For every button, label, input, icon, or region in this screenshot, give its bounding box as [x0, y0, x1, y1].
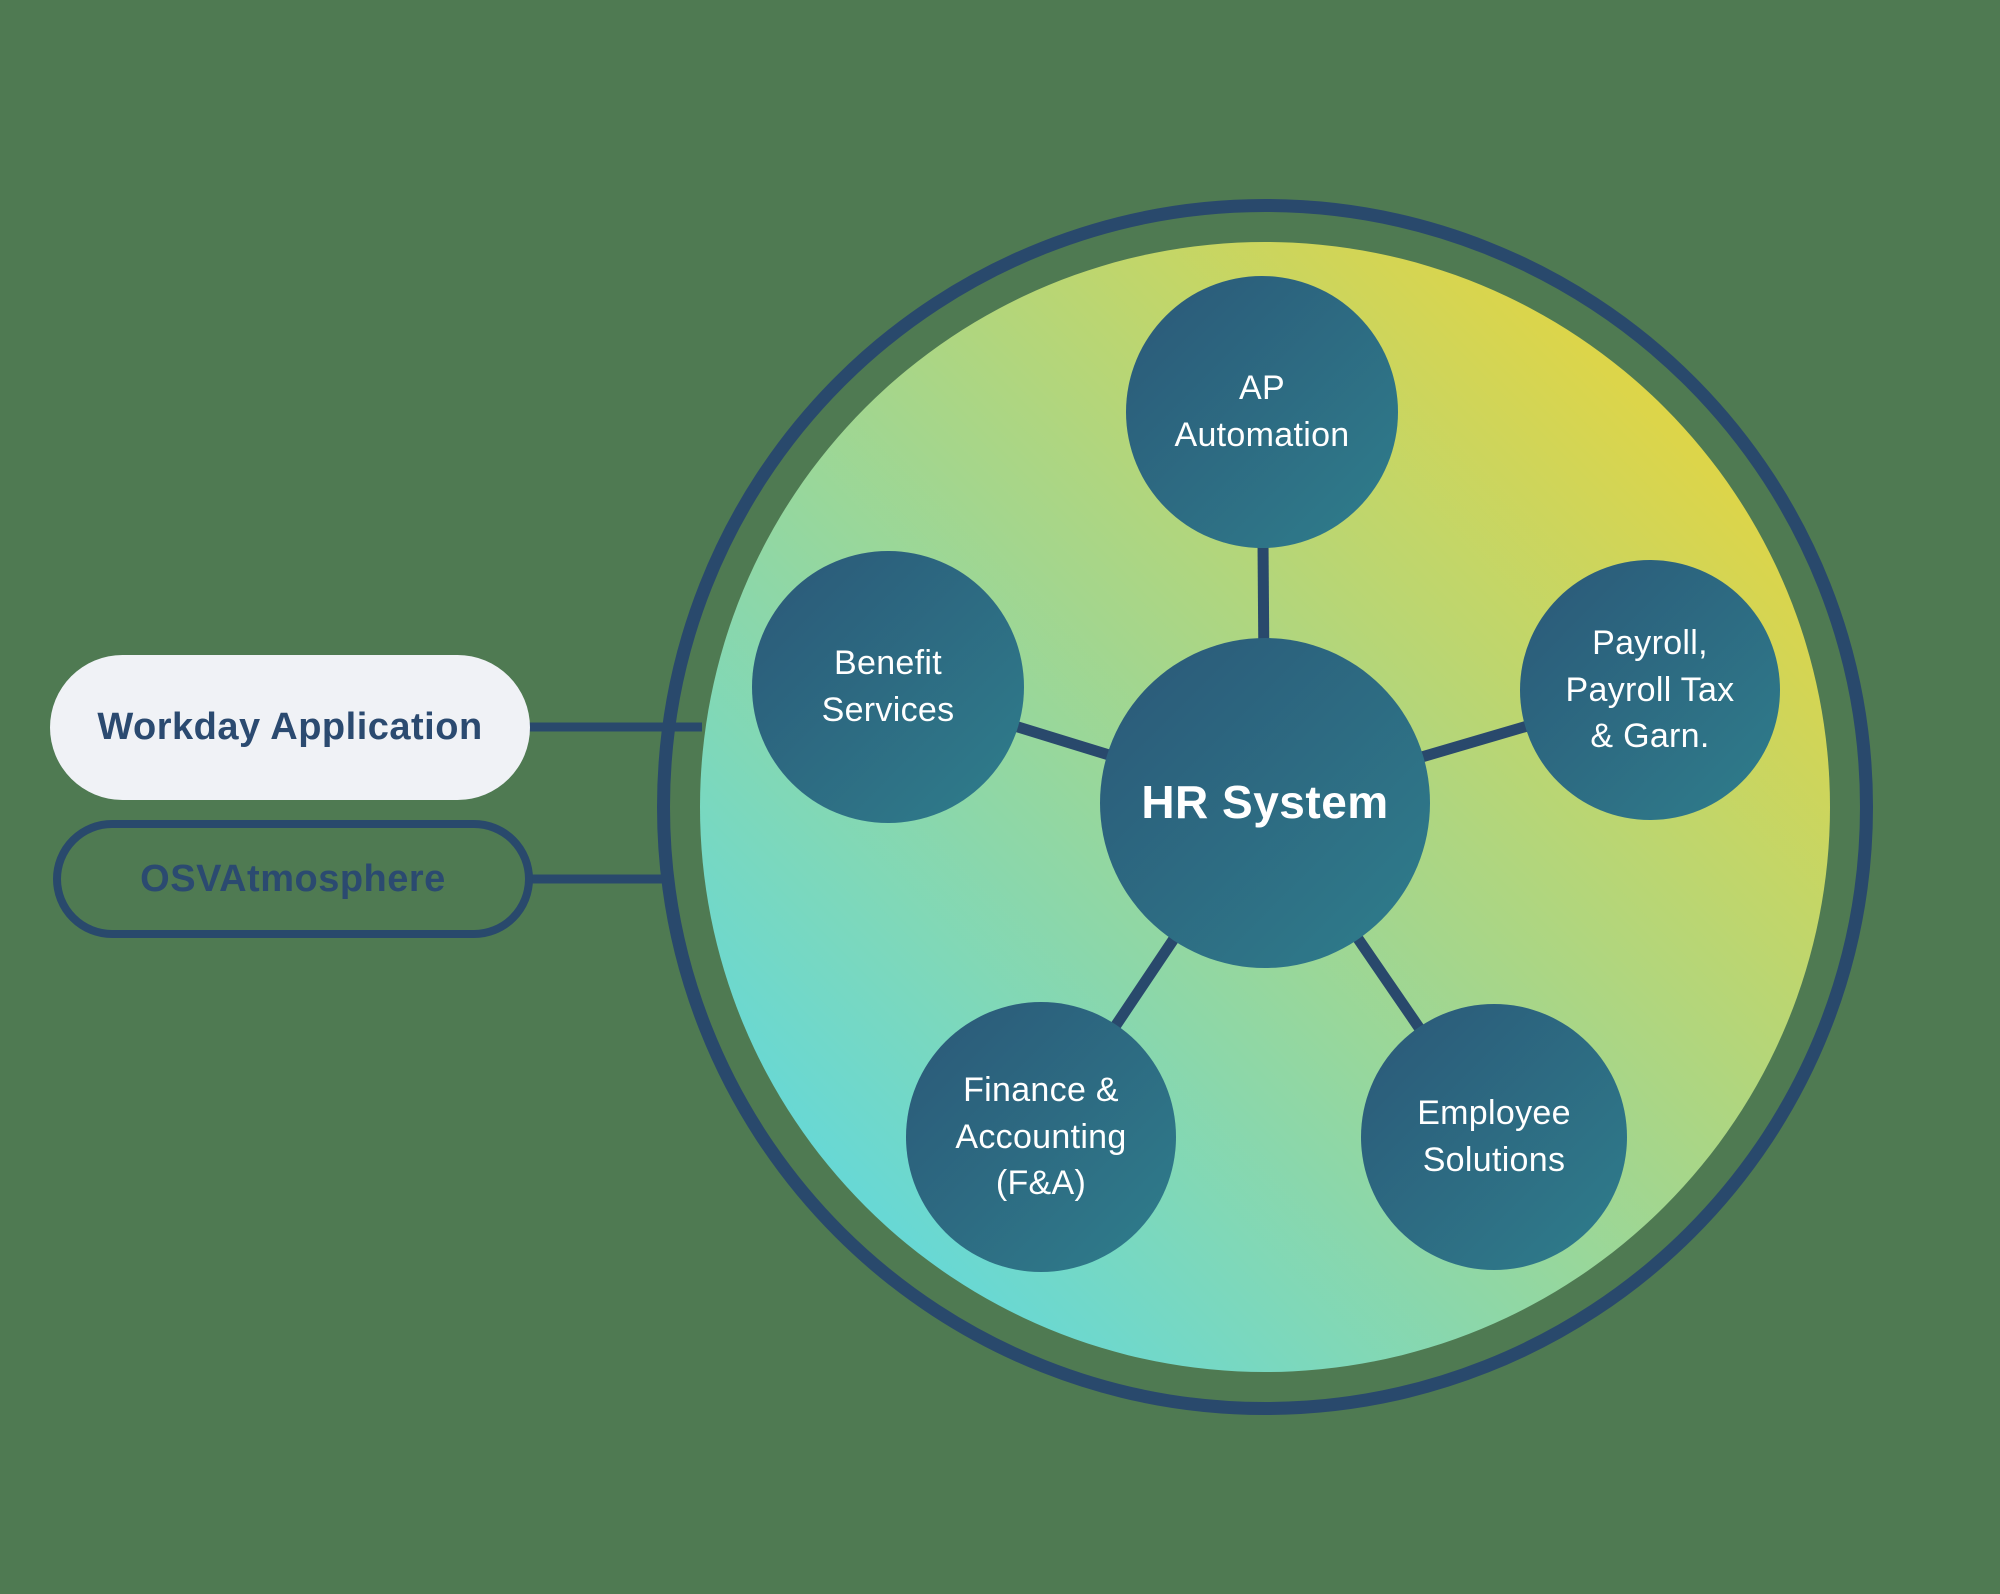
node-label: Finance & Accounting (F&A) [955, 1070, 1127, 1203]
node-finance-accounting: Finance & Accounting (F&A) [906, 1002, 1176, 1272]
node-payroll: Payroll, Payroll Tax & Garn. [1520, 560, 1780, 820]
node-label: Benefit Services [821, 644, 955, 729]
node-benefit-services: Benefit Services [752, 551, 1024, 823]
legend-workday-application: Workday Application [50, 655, 530, 800]
legend-label: Workday Application [97, 706, 483, 748]
legend-osv-atmosphere: OSVAtmosphere [53, 820, 533, 938]
node-label: AP Automation [1174, 369, 1350, 454]
hub-label: HR System [1141, 776, 1389, 829]
node-employee-solutions: Employee Solutions [1361, 1004, 1627, 1270]
node-label: Payroll, Payroll Tax & Garn. [1565, 623, 1735, 756]
node-label: Employee Solutions [1417, 1094, 1571, 1179]
legend-label: OSVAtmosphere [140, 857, 446, 900]
node-ap-automation: AP Automation [1126, 276, 1398, 548]
node-hr-system: HR System [1100, 638, 1430, 968]
